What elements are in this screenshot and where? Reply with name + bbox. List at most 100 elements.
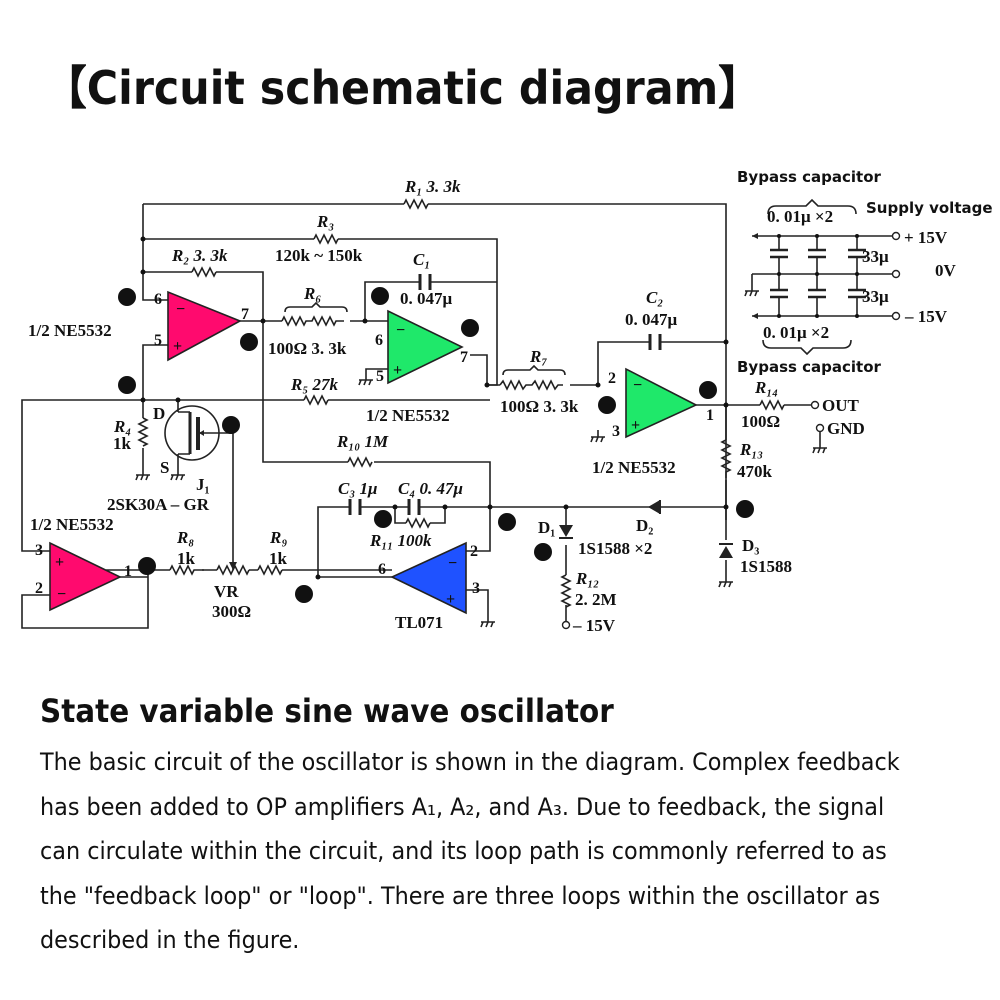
resistor-r6 [281,315,344,327]
terminal-0v [891,269,901,279]
pin-label: 7 [241,306,249,323]
diode-d3 [719,543,733,558]
label-r3-value: 120k ~ 150k [275,246,363,265]
resistor-r13 [720,439,732,478]
opamp-a3-body [625,367,698,439]
node-marker [699,381,717,399]
pin-label: 2 [608,370,616,387]
svg-text:+: + [446,591,455,608]
svg-text:−: − [57,586,66,603]
opamp-a4: + − [49,541,122,612]
node-marker [118,376,136,394]
label-d2: D₂ [636,516,653,535]
pin-label: 5 [376,368,384,385]
label-a1-part: 1/2 NE5532 [28,321,112,340]
node-marker [534,543,552,561]
label-minus15-bottom: – 15V [572,616,616,635]
resistor-r1 [403,198,429,210]
label-minus15: – 15V [904,307,948,326]
label-r13: R₁₃ [739,440,763,459]
pin-label: 2 [470,543,478,560]
circuit-schematic: − + − + − + + − − + [21,168,993,635]
pin-label: 6 [154,291,162,308]
label-r14-value: 100Ω [741,412,780,431]
svg-text:+: + [173,338,182,355]
terminal-minus15 [891,311,901,321]
label-r8-value: 1k [177,549,196,568]
opamp-a2-body [387,309,464,385]
label-cap33-top: 33μ [862,247,889,266]
label-r7-value: 100Ω 3. 3k [500,397,579,416]
pin-label: 1 [124,563,132,580]
section-heading: State variable sine wave oscillator [40,692,614,730]
diodes [559,500,733,558]
label-cap33-bottom: 33μ [862,287,889,306]
resistor-r3 [313,233,339,245]
label-supply-voltage: Supply voltage [866,199,993,217]
label-r12: R₁₂ [575,569,599,588]
paragraph-line: the "feedback loop" or "loop". There are… [40,881,881,910]
label-j1-part: 2SK30A – GR [107,495,210,514]
label-c4: C₄ 0. 47μ [398,479,463,498]
diode-d1 [559,525,573,539]
terminal-minus15-bottom [561,620,571,630]
pin-label: 1 [706,407,714,424]
node-marker [498,513,516,531]
pin-label: 6 [375,332,383,349]
pin-label: 7 [460,349,468,366]
label-r4: R₄ [113,417,131,436]
label-gnd: GND [827,419,865,438]
resistor-r2 [191,266,217,278]
node-marker [118,288,136,306]
node-marker [222,416,240,434]
label-a2-part: 1/2 NE5532 [366,406,450,425]
page-title: 【Circuit schematic diagram】 [44,61,761,115]
resistor-r8 [169,564,204,576]
node-markers [118,287,754,603]
label-r1: R₁ 3. 3k [404,177,461,196]
label-a3-part: 1/2 NE5532 [592,458,676,477]
resistor-r5 [303,394,329,406]
label-c3: C₃ 1μ [338,479,377,498]
label-r11: R₁₁ 100k [369,531,432,550]
resistor-r14 [759,399,785,411]
opamp-a1: − + [167,290,242,362]
node-marker [371,287,389,305]
label-r5: R₅ 27k [290,375,339,394]
opamp-a2: − + [387,309,464,385]
paragraph-line: The basic circuit of the oscillator is s… [40,748,900,776]
vr-wiper-arrow [229,562,237,570]
svg-text:−: − [633,377,642,394]
svg-text:+: + [55,554,64,571]
label-r9-value: 1k [269,549,288,568]
label-r7: R₇ [529,347,547,366]
pin-label: 5 [154,332,162,349]
node-marker [138,557,156,575]
node-marker [461,319,479,337]
label-r8: R₈ [176,528,194,547]
svg-text:+: + [631,417,640,434]
svg-text:−: − [176,301,185,318]
paragraph-line: can circulate within the circuit, and it… [40,837,887,865]
label-vr-value: 300Ω [212,602,251,621]
label-jfet-drain: D [153,404,165,423]
diode-d2 [648,500,661,514]
label-bypass-bottom-value: 0. 01μ ×2 [763,323,829,342]
label-c1-value: 0. 047μ [400,289,453,308]
label-plus15: + 15V [904,228,948,247]
label-j1: J₁ [196,475,210,494]
resistor-r11 [405,517,431,529]
label-r12-value: 2. 2M [575,590,617,609]
label-bypass-top: Bypass capacitor [737,168,882,186]
label-d3-part: 1S1588 [740,557,792,576]
label-r9: R₉ [269,528,287,547]
wires [21,203,812,629]
pin-label: 2 [35,580,43,597]
node-marker [374,510,392,528]
paragraph-line: has been added to OP amplifiers A₁, A₂, … [40,792,885,821]
label-a4-part: 1/2 NE5532 [30,515,114,534]
label-c2-value: 0. 047μ [625,310,678,329]
opamp-a3: − + [625,367,698,439]
label-out: OUT [822,396,860,415]
label-bypass-top-value: 0. 01μ ×2 [767,207,833,226]
